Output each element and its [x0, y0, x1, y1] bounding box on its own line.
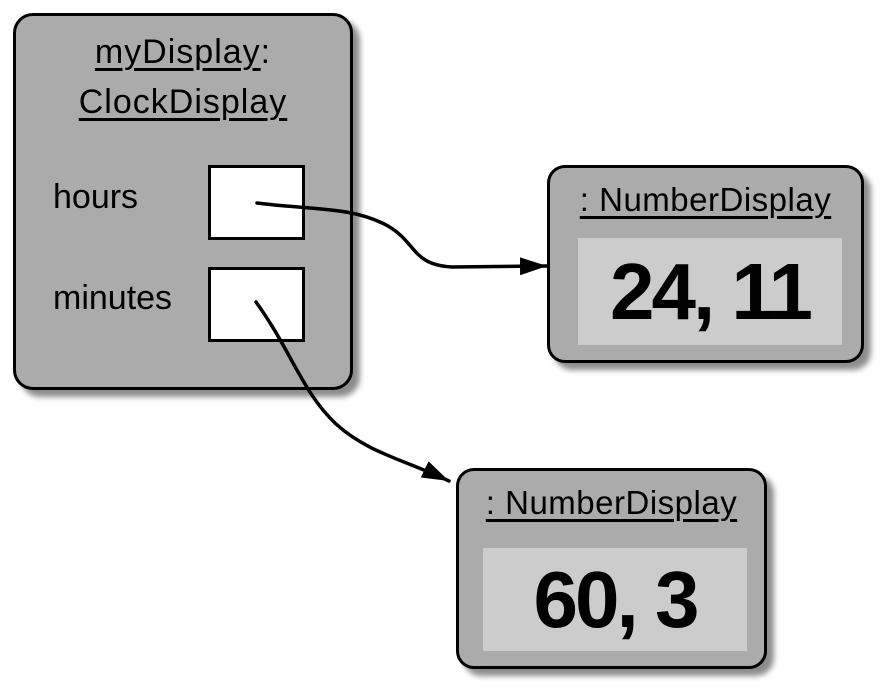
number-display-title-text: : NumberDisplay	[579, 181, 832, 218]
number-display-value-box: 24, 11	[578, 238, 842, 345]
clock-display-title: myDisplay: ClockDisplay	[16, 27, 350, 127]
hours-reference-slot	[208, 165, 305, 240]
field-label-minutes: minutes	[53, 279, 173, 317]
number-display-title: : NumberDisplay	[550, 180, 861, 220]
number-display-title-text: : NumberDisplay	[485, 484, 738, 521]
instance-name: myDisplay	[94, 33, 261, 71]
title-line-instance: myDisplay:	[16, 27, 350, 77]
class-name: ClockDisplay	[78, 83, 288, 121]
number-display-value-box: 60, 3	[483, 548, 747, 651]
minutes-reference-slot	[208, 267, 305, 342]
clock-display-object: myDisplay: ClockDisplay hours minutes	[13, 13, 353, 390]
number-display-value: 60, 3	[533, 554, 700, 644]
field-label-hours: hours	[53, 178, 139, 216]
number-display-object-hours: : NumberDisplay 24, 11	[547, 165, 864, 363]
number-display-value: 24, 11	[609, 246, 813, 336]
title-line-class: ClockDisplay	[16, 77, 350, 127]
number-display-title: : NumberDisplay	[459, 483, 764, 523]
number-display-object-minutes: : NumberDisplay 60, 3	[456, 468, 767, 669]
title-separator: :	[260, 33, 272, 71]
